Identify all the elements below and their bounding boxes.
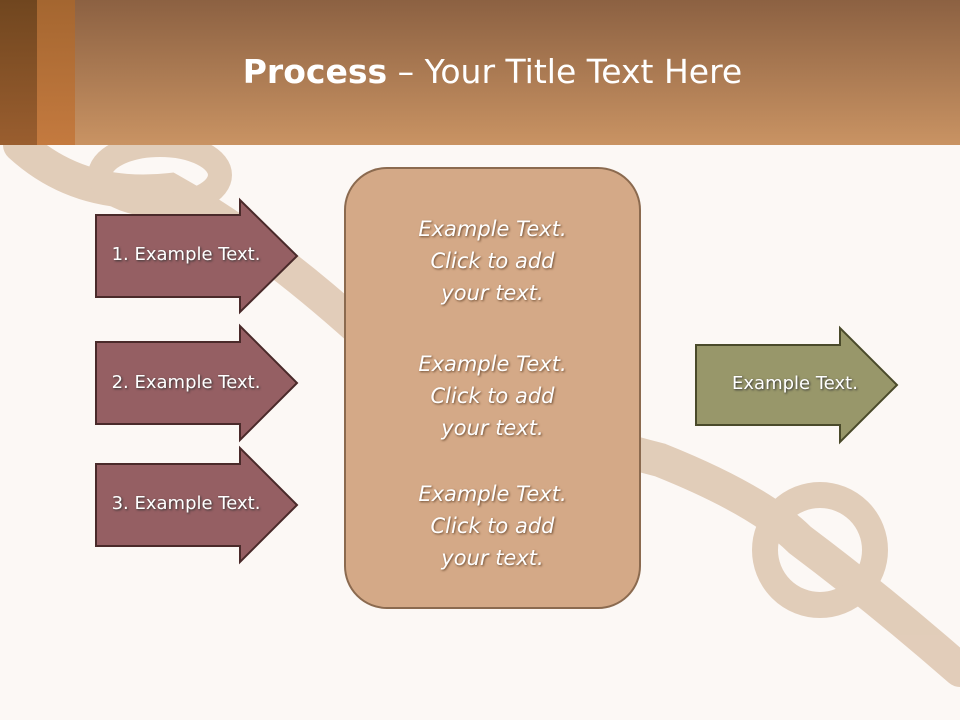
input-arrow-3[interactable] <box>95 445 299 565</box>
input-arrow-2[interactable] <box>95 323 299 443</box>
output-arrow[interactable] <box>695 325 899 445</box>
input-label-1: 1. Example Text. <box>111 244 261 265</box>
title-bar: Process – Your Title Text Here <box>0 0 960 145</box>
accent-bar-light <box>37 0 75 145</box>
accent-bar-dark <box>0 0 37 145</box>
center-box[interactable] <box>344 167 641 609</box>
output-label: Example Text. <box>732 373 858 394</box>
input-label-2: 2. Example Text. <box>111 372 261 393</box>
slide-title[interactable]: Process – Your Title Text Here <box>242 52 743 91</box>
input-label-3: 3. Example Text. <box>111 493 261 514</box>
input-arrow-1[interactable] <box>95 197 299 315</box>
